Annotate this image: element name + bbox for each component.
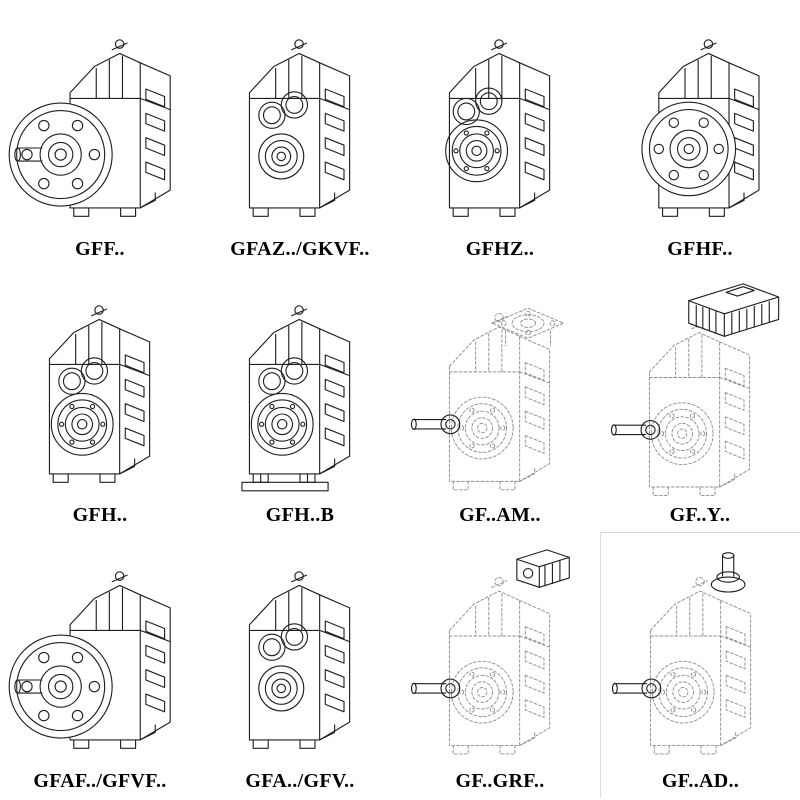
gearbox-drawing-gf-am	[410, 307, 565, 491]
gearbox-label-gfh-b: GFH..B	[265, 504, 335, 526]
gearbox-drawing-gfaz-gkvf	[248, 39, 351, 217]
gearbox-cell-gfh-b: GFH..B	[200, 266, 400, 532]
gearbox-drawing-gfaf-gfvf	[8, 571, 171, 749]
gearbox-cell-gf-ad: GF..AD..	[600, 532, 800, 798]
gearbox-cell-gfa-gfv: GFA../GFV..	[200, 532, 400, 798]
gearbox-label-gfhf: GFHF..	[667, 238, 733, 260]
gearbox-cell-gff: GFF..	[0, 0, 200, 266]
gearbox-cell-gf-am: GF..AM..	[400, 266, 600, 532]
gearbox-label-gfhz: GFHZ..	[465, 238, 535, 260]
gearbox-label-gff: GFF..	[75, 238, 125, 260]
gearbox-drawing-gfh-b	[241, 305, 351, 492]
gearbox-drawing-gfhf	[641, 39, 760, 217]
gearbox-cell-gfhz: GFHZ..	[400, 0, 600, 266]
gearbox-label-gf-grf: GF..GRF..	[455, 770, 545, 792]
gearbox-label-gfaf-gfvf: GFAF../GFVF..	[33, 770, 167, 792]
gearbox-drawing-gf-ad	[611, 552, 751, 755]
gearbox-cell-gfaz-gkvf: GFAZ../GKVF..	[200, 0, 400, 266]
gearbox-cell-gf-grf: GF..GRF..	[400, 532, 600, 798]
gearbox-cell-gfh: GFH..	[0, 266, 200, 532]
gearbox-label-gf-ad: GF..AD..	[661, 770, 740, 792]
gearbox-label-gf-y: GF..Y..	[669, 504, 731, 526]
gearbox-label-gf-am: GF..AM..	[459, 504, 541, 526]
gearbox-drawing-gf-y	[610, 283, 780, 496]
gearbox-drawing-gfa-gfv	[248, 571, 351, 749]
gearbox-cell-gfhf: GFHF..	[600, 0, 800, 266]
gearbox-label-gfa-gfv: GFA../GFV..	[245, 770, 355, 792]
gearbox-cell-gf-y: GF..Y..	[600, 266, 800, 532]
gearbox-label-gfh: GFH..	[72, 504, 128, 526]
gearbox-cell-gfaf-gfvf: GFAF../GFVF..	[0, 532, 200, 798]
gearbox-drawing-gff	[8, 39, 171, 217]
gearbox-drawing-gfh	[48, 305, 151, 483]
gearbox-label-gfaz-gkvf: GFAZ../GKVF..	[230, 238, 370, 260]
gearbox-drawing-gfhz	[445, 39, 551, 217]
gearbox-drawing-gf-grf	[410, 549, 570, 755]
